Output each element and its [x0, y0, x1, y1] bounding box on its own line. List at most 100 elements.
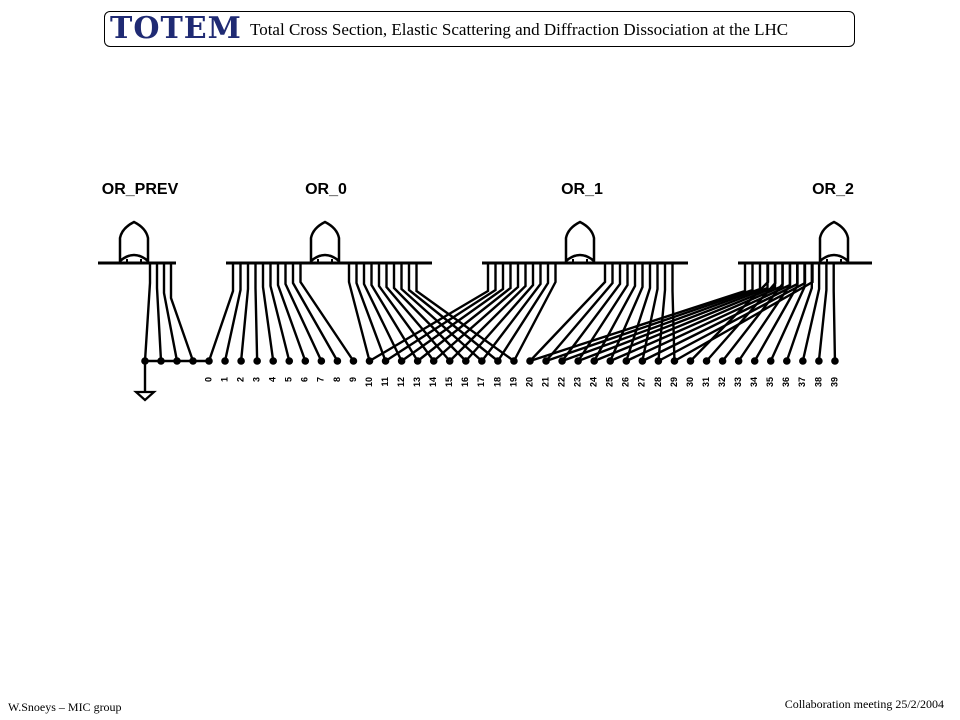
pin-label: 16 — [460, 377, 470, 387]
pin-label: 2 — [235, 377, 245, 382]
net-wire — [155, 263, 163, 362]
net-wire — [496, 263, 550, 362]
net-wire — [545, 263, 754, 363]
net-wire — [529, 263, 747, 363]
net-wire — [785, 263, 813, 362]
net-wire — [162, 263, 179, 362]
pin-label: 7 — [316, 377, 326, 382]
pin-label: 13 — [412, 377, 422, 387]
net-wire — [753, 263, 799, 362]
pin-label: 33 — [733, 377, 743, 387]
net-wire — [400, 263, 505, 362]
pin-label: 37 — [797, 377, 807, 387]
totem-logo: TOTEM — [110, 11, 242, 46]
footer-author: W.Snoeys – MIC group — [8, 700, 122, 714]
net-wire — [392, 263, 467, 362]
net-wire — [284, 263, 323, 362]
pin-label: 11 — [380, 377, 390, 387]
pin-label: 17 — [476, 377, 486, 387]
net-wire — [769, 263, 806, 362]
net-wire — [254, 263, 259, 362]
net-wire — [407, 263, 499, 362]
header-title: Total Cross Section, Elastic Scattering … — [250, 20, 789, 39]
pin-label: 0 — [203, 377, 213, 382]
pin-label: 18 — [492, 377, 502, 387]
pin-label: 21 — [540, 377, 550, 387]
pin-label: 23 — [573, 377, 583, 387]
footer-meeting: Collaboration meeting 25/2/2004 — [784, 697, 944, 711]
net-wire — [370, 263, 419, 362]
net-wire — [689, 263, 770, 362]
net-wire — [545, 263, 614, 362]
pin-label: 32 — [717, 377, 727, 387]
net-wire — [385, 263, 451, 362]
net-wire — [384, 263, 497, 363]
pin-label: 15 — [444, 377, 454, 387]
net-wire — [464, 263, 535, 362]
net-wire — [432, 263, 520, 362]
net-wire — [291, 263, 339, 362]
net-wire — [529, 263, 607, 362]
pin-label: 36 — [781, 377, 791, 387]
pin-label: 27 — [637, 377, 647, 387]
net-wire — [480, 263, 542, 362]
net-wire — [832, 263, 837, 362]
net-wire — [416, 263, 512, 362]
net-wire — [347, 263, 371, 362]
net-wire — [721, 263, 784, 362]
net-wire — [355, 263, 387, 362]
pin-label: 26 — [621, 377, 631, 387]
net-wire — [207, 263, 235, 362]
net-wire — [561, 263, 622, 362]
or-gate-icon — [564, 220, 596, 264]
pin-label: 14 — [428, 377, 438, 387]
pin-label: 6 — [300, 377, 310, 382]
pin-label: 30 — [685, 377, 695, 387]
net-wire — [400, 263, 483, 362]
net-wire — [657, 263, 667, 362]
net-wire — [223, 263, 242, 362]
pin-label: 12 — [396, 377, 406, 387]
net-wire — [737, 263, 792, 362]
gate-label-2: OR_1 — [561, 181, 603, 198]
pin-label: 31 — [701, 377, 711, 387]
pin-label: 20 — [524, 377, 534, 387]
or-gate-icon — [309, 220, 341, 264]
or-gate-icon — [818, 220, 850, 264]
net-wire — [448, 263, 527, 362]
ground-icon — [133, 390, 157, 402]
net-wire — [817, 263, 828, 362]
net-wire — [299, 263, 355, 362]
net-wire — [368, 263, 490, 363]
pin-label: 29 — [669, 377, 679, 387]
net-wire — [169, 263, 195, 362]
pin-label: 28 — [653, 377, 663, 387]
net-wire — [705, 263, 777, 362]
pin-label: 4 — [268, 377, 278, 382]
pin-label: 34 — [749, 377, 759, 387]
net-wire — [377, 263, 435, 362]
pin-label: 3 — [252, 377, 262, 382]
or-gate-icon — [118, 220, 150, 264]
gate-label-0: OR_PREV — [102, 181, 179, 198]
net-wire — [143, 263, 152, 362]
pin-label: 39 — [829, 377, 839, 387]
pin-label: 38 — [813, 377, 823, 387]
pin-label: 24 — [589, 377, 599, 387]
pin-label: 22 — [556, 377, 566, 387]
gate-label-3: OR_2 — [812, 181, 854, 198]
net-wire — [577, 263, 629, 362]
net-wire — [269, 263, 291, 362]
pin-label: 5 — [284, 377, 294, 382]
net-wire — [801, 263, 821, 362]
net-wire — [512, 263, 557, 362]
gate-label-1: OR_0 — [305, 181, 347, 198]
pin-label: 10 — [364, 377, 374, 387]
pin-label: 19 — [508, 377, 518, 387]
pin-label: 9 — [348, 377, 358, 382]
net-wire — [641, 263, 659, 362]
header-banner — [104, 11, 855, 47]
net-wire — [261, 263, 275, 362]
pin-label: 8 — [332, 377, 342, 382]
